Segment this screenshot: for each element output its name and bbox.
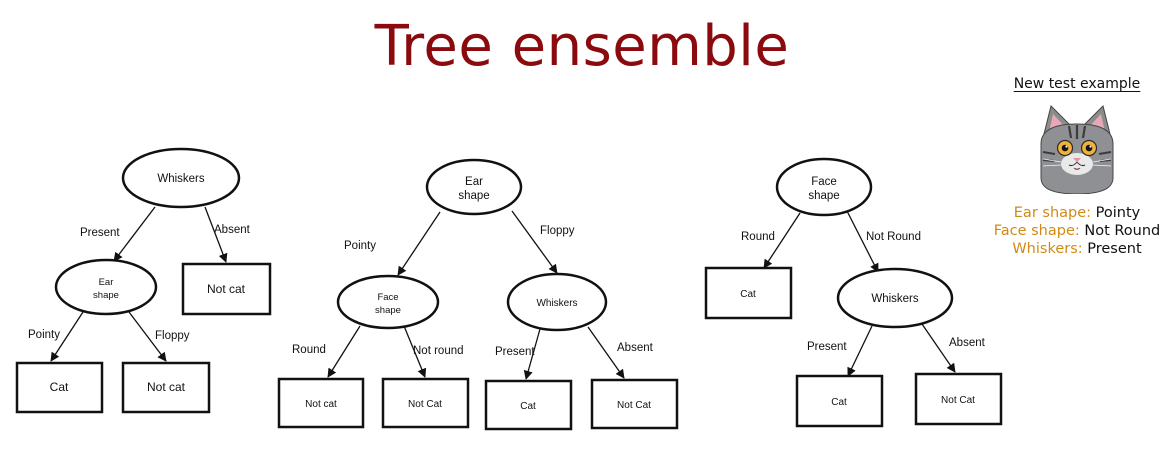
tree2-leaf-not-cat-3 xyxy=(590,378,679,430)
tree2-edge-whiskers-right xyxy=(587,326,625,379)
tree2-root-node xyxy=(425,158,523,216)
tree2-leaf-not-cat-1 xyxy=(277,377,365,429)
tree2-leaf-cat xyxy=(484,379,573,431)
tree1-edge-ear-left xyxy=(50,311,84,362)
tree2-edge-face-left xyxy=(327,325,361,378)
tree3-edge-whiskers-right xyxy=(921,323,956,373)
tree2-leaf-not-cat-2-label: Not Cat xyxy=(408,399,442,410)
feature-value-face-shape: Not Round xyxy=(1084,223,1161,239)
tree2-edge-label-floppy: Floppy xyxy=(540,225,575,237)
tree2-whiskers-node xyxy=(506,272,608,332)
tree3-leaf-cat-label: Cat xyxy=(831,397,847,408)
tree2-face-shape-node xyxy=(336,274,440,330)
tree1-leaf-not-cat-right-label: Not cat xyxy=(207,282,246,296)
tree2-edge-label-pointy: Pointy xyxy=(344,240,376,252)
tree2-leaf-cat-label: Cat xyxy=(520,401,536,412)
tree3-edge-whiskers-left xyxy=(847,325,873,377)
tree-1: Whiskers Ear shape Not cat Cat Not cat P… xyxy=(15,147,272,414)
tree3-leaf-not-cat xyxy=(914,372,1003,426)
tree-2: Ear shape Face shape Whiskers Not cat No… xyxy=(277,158,679,431)
feature-value-whiskers: Present xyxy=(1087,241,1142,257)
tree3-leaf-cat xyxy=(795,374,884,428)
test-example-heading: New test example xyxy=(1013,76,1141,92)
tree1-ear-shape-node xyxy=(54,258,158,316)
tree3-edge-label-absent: Absent xyxy=(949,337,986,349)
feature-value-ear-shape: Pointy xyxy=(1095,205,1141,221)
test-example-panel: New test example xyxy=(990,76,1164,266)
tree2-root-label-2: shape xyxy=(458,190,489,202)
tree1-leaf-cat-label: Cat xyxy=(50,380,69,394)
tree2-edge-label-round: Round xyxy=(292,344,326,356)
tree2-root-label-1: Ear xyxy=(465,176,483,188)
tree2-face-shape-label-1: Face xyxy=(377,292,398,303)
tree3-whiskers-node xyxy=(836,267,954,329)
tree1-root-label: Whiskers xyxy=(157,173,205,185)
tree1-edge-label-floppy: Floppy xyxy=(155,330,190,342)
tree3-leaf-cat-left xyxy=(704,266,793,320)
tree3-edge-label-present: Present xyxy=(807,341,847,353)
tree2-leaf-not-cat-2 xyxy=(381,377,470,429)
tree1-edge-label-present: Present xyxy=(80,227,120,239)
tree1-edge-label-absent: Absent xyxy=(214,224,251,236)
tree1-root-node xyxy=(121,147,241,209)
tree3-edge-label-not-round: Not Round xyxy=(866,231,921,243)
tree2-edge-label-absent: Absent xyxy=(617,342,654,354)
feature-row-whiskers: Whiskers: Present xyxy=(990,241,1164,257)
tree2-edge-whiskers-left xyxy=(523,328,541,380)
tree2-edge-root-right xyxy=(511,210,558,274)
tree2-edge-label-present: Present xyxy=(495,346,535,358)
tree2-leaf-not-cat-3-label: Not Cat xyxy=(617,400,651,411)
feature-key-face-shape: Face shape: xyxy=(993,223,1080,239)
tree1-edge-root-left xyxy=(113,206,156,262)
tree2-edge-root-left xyxy=(397,211,441,276)
tree2-edge-face-right xyxy=(403,325,427,378)
tree-3: Face shape Cat Whiskers Cat Not Cat Roun… xyxy=(704,157,1003,428)
tree1-edge-label-pointy: Pointy xyxy=(28,329,60,341)
tree3-root-label-2: shape xyxy=(808,190,839,202)
tree2-face-shape-label-2: shape xyxy=(375,305,401,316)
tree3-root-label-1: Face xyxy=(811,176,837,188)
tree1-ear-shape-label-1: Ear xyxy=(99,277,114,288)
tree3-edge-label-round: Round xyxy=(741,231,775,243)
tree3-root-node xyxy=(775,157,873,217)
tree2-leaf-not-cat-1-label: Not cat xyxy=(305,399,337,410)
tree1-edge-ear-right xyxy=(128,311,167,362)
tree3-edge-root-right xyxy=(846,210,879,273)
tree1-ear-shape-label-2: shape xyxy=(93,290,119,301)
tree2-edge-label-not-round: Not round xyxy=(413,345,464,357)
cat-face-icon xyxy=(1029,104,1125,195)
tree1-leaf-cat xyxy=(15,361,104,414)
tree3-whiskers-label: Whiskers xyxy=(871,293,919,305)
feature-row-face-shape: Face shape: Not Round xyxy=(990,223,1164,239)
tree2-whiskers-label: Whiskers xyxy=(536,298,577,309)
tree3-leaf-not-cat-label: Not Cat xyxy=(941,395,975,406)
tree1-leaf-not-cat xyxy=(121,361,211,414)
tree1-leaf-not-cat-right xyxy=(181,262,272,316)
feature-key-whiskers: Whiskers: xyxy=(1012,241,1083,257)
tree1-edge-root-right xyxy=(204,206,228,263)
tree1-leaf-not-cat-label: Not cat xyxy=(147,380,186,394)
tree3-leaf-cat-left-label: Cat xyxy=(740,289,756,300)
slide-title: Tree ensemble xyxy=(374,14,790,79)
tree3-edge-root-left xyxy=(763,212,801,269)
feature-key-ear-shape: Ear shape: xyxy=(1013,205,1092,221)
feature-row-ear-shape: Ear shape: Pointy xyxy=(990,205,1164,221)
